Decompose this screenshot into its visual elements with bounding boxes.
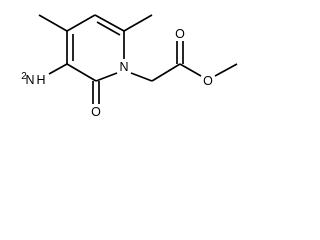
bond-cester-oester xyxy=(179,63,202,77)
amine-n-label: N xyxy=(25,73,34,87)
bond-n1-ch2 xyxy=(130,72,153,82)
ester-o-label: O xyxy=(203,74,213,88)
bond-oester-methyl xyxy=(214,63,238,77)
carbonyl-o-label: O xyxy=(91,105,101,119)
ring-n-label: N xyxy=(119,60,128,74)
bond-c3-nh2 xyxy=(48,63,68,75)
bond-n1-c2 xyxy=(95,72,118,82)
bond-c2-c3 xyxy=(66,63,97,82)
ester-carbonyl-o-label: O xyxy=(175,27,185,41)
bond-c4-c5 xyxy=(66,14,96,32)
atom-labels: N H 2 N O O O xyxy=(21,27,213,119)
bond-c5-c6-double xyxy=(96,21,121,36)
bond-c4-methyl xyxy=(38,14,68,32)
bond-lines xyxy=(38,14,238,104)
amine-h-label: H xyxy=(36,73,45,87)
bond-c6-methyl xyxy=(123,14,153,32)
amine-h-count-label: 2 xyxy=(21,71,27,82)
bond-ch2-cester xyxy=(151,63,181,82)
chemical-structure-diagram: N H 2 N O O O xyxy=(21,14,238,119)
bond-c5-c6 xyxy=(94,14,125,32)
